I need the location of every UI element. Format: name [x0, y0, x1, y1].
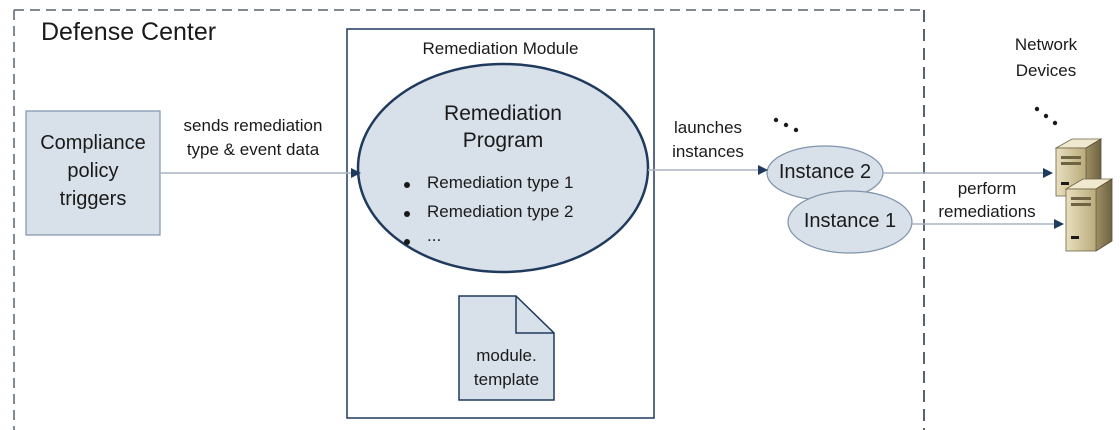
compliance-triggers-line: triggers [59, 188, 127, 210]
remediation-program-title-line: Program [462, 129, 544, 152]
remediation-type-item: Remediation type 1 [427, 173, 574, 192]
perform-remediations-line: perform [957, 179, 1017, 198]
server-icon [1064, 178, 1114, 252]
template-document-fold [515, 296, 554, 334]
compliance-triggers-label: Compliance policy triggers [26, 129, 160, 213]
instance-1-label: Instance 1 [803, 210, 897, 232]
perform-remediations-label: perform remediations [916, 177, 1058, 223]
compliance-triggers-line: policy [67, 160, 119, 182]
module-template-line: module. [476, 346, 537, 365]
instance-2-label: Instance 2 [778, 161, 872, 183]
module-template-line: template [473, 370, 540, 389]
template-document-icon [458, 295, 555, 401]
ellipsis-dot [1052, 120, 1058, 126]
ellipsis-dot [783, 122, 789, 128]
remediation-program-title-line: Remediation [444, 102, 562, 125]
send-data-label: sends remediation type & event data [162, 114, 344, 162]
network-devices-line: Devices [1015, 61, 1077, 80]
module-template-label: module. template [459, 344, 554, 392]
ellipsis-dot [1043, 113, 1049, 119]
ellipsis-dot [773, 117, 779, 123]
launch-instances-line: launches [673, 118, 743, 137]
remediation-type-item: ... [427, 226, 442, 245]
remediation-program-title: Remediation Program [400, 100, 606, 154]
instance-1-ellipse [787, 190, 913, 254]
ellipsis-dot [793, 127, 799, 133]
remediation-module-title: Remediation Module [422, 39, 579, 58]
perform-remediations-line: remediations [938, 202, 1036, 221]
launch-instances-line: instances [672, 142, 744, 161]
ellipsis-dot [1034, 106, 1040, 112]
network-devices-line: Network [1014, 35, 1078, 54]
send-data-line: sends remediation [183, 116, 323, 135]
network-devices-title: Network Devices [990, 32, 1102, 84]
bullet-dot [404, 182, 410, 188]
remediation-program-ellipse [356, 62, 650, 274]
compliance-triggers-line: Compliance [40, 132, 146, 154]
remediation-type-item: Remediation type 2 [427, 202, 574, 221]
bullet-dot [404, 239, 410, 245]
send-data-line: type & event data [186, 140, 320, 159]
launch-instances-label: launches instances [650, 116, 766, 164]
bullet-dot [404, 211, 410, 217]
defense-center-title: Defense Center [41, 18, 217, 46]
